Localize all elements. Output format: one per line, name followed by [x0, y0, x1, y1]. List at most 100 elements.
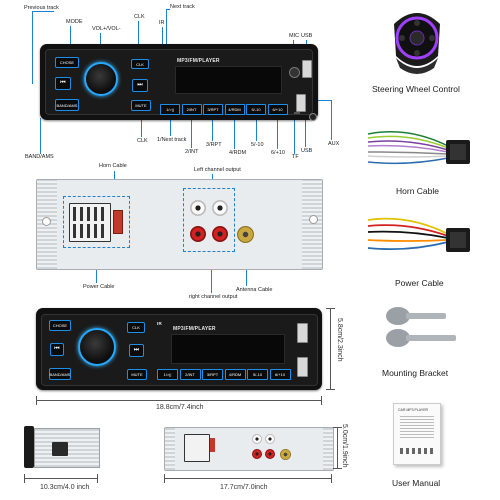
- usb-port-dim-1[interactable]: [297, 323, 308, 343]
- power-cable-caption: Power Cable: [395, 278, 444, 288]
- width-dimension-line: [36, 400, 322, 401]
- label-ir: IR: [159, 20, 165, 26]
- next-button-dim[interactable]: ⏭: [129, 344, 144, 357]
- top-preset-button-5[interactable]: 5/-10: [246, 104, 266, 115]
- label-antenna-cable: Antenna Cable: [236, 287, 273, 293]
- top-preset-button-2[interactable]: 2/INT: [181, 104, 202, 115]
- callout-line: [212, 114, 213, 141]
- callout-line: [40, 118, 41, 154]
- screw-hole-right: [309, 215, 318, 224]
- bracket-left-small: [165, 428, 175, 470]
- callout-line: [234, 114, 235, 149]
- rca-right-red-2: [212, 226, 228, 242]
- dim-preset-button-1[interactable]: 1/>||: [157, 369, 178, 380]
- label-band-ams: BAND/AMS: [25, 154, 54, 160]
- width-back-dimension-line: [164, 478, 332, 479]
- label-mic: MIC: [289, 33, 300, 39]
- label-rpt: 3/RPT: [206, 142, 222, 148]
- manual-icons: [400, 448, 434, 454]
- clk-button-dim[interactable]: CLK: [127, 322, 145, 333]
- label-tf: TF: [292, 154, 299, 160]
- dim-preset-button-3[interactable]: 3/RPT: [202, 369, 223, 380]
- previous-button[interactable]: ⏮: [55, 77, 71, 90]
- callout-line: [70, 26, 71, 54]
- next-button[interactable]: ⏭: [132, 79, 148, 92]
- rca-small-4: [265, 449, 275, 459]
- antenna-socket: [237, 226, 254, 243]
- brand-label-dim: MP3/FM/PLAYER: [173, 326, 216, 332]
- label-power-cable-back: Power Cable: [83, 284, 115, 290]
- usb-port-top[interactable]: [302, 60, 312, 78]
- previous-icon: ⏮: [54, 346, 60, 352]
- dimension-tick: [333, 427, 342, 428]
- label-vol: VOL+/VOL-: [92, 26, 121, 32]
- top-preset-button-1[interactable]: 1/>||: [160, 104, 180, 115]
- horn-cable-icon: [368, 130, 470, 165]
- mic-hole: [289, 67, 300, 78]
- rca-small-3: [252, 449, 262, 459]
- dim-preset-button-2[interactable]: 2/INT: [179, 369, 201, 380]
- power-cable-icon: [368, 217, 470, 252]
- aux-jack[interactable]: [309, 113, 317, 121]
- usb-port-dim-2[interactable]: [297, 357, 308, 377]
- iso-pins-bottom: [73, 224, 107, 238]
- label-left-channel: Left channel output: [194, 167, 241, 173]
- mute-button-dim[interactable]: MUTE: [127, 369, 147, 380]
- callout-line: [141, 114, 142, 137]
- steering-wheel-remote-icon: [394, 13, 440, 74]
- rca-right-red-1: [190, 226, 206, 242]
- iso-connector: [69, 203, 111, 242]
- mounting-bracket-caption: Mounting Bracket: [382, 368, 449, 378]
- label-horn-cable-back: Horn Cable: [99, 163, 127, 169]
- usb-port-bottom[interactable]: [296, 94, 306, 112]
- manual-title: CAR MP3 PLAYER: [398, 408, 429, 412]
- lcd-display-dim: [171, 334, 285, 364]
- dimension-tick: [331, 474, 332, 483]
- dimension-tick: [326, 308, 335, 309]
- mute-button[interactable]: MUTE: [131, 100, 151, 111]
- chose-button-dim[interactable]: CHOSE: [49, 320, 71, 331]
- callout-line: [294, 116, 295, 154]
- band-ams-button-dim[interactable]: BAND/AMS: [49, 368, 71, 380]
- chose-button[interactable]: CHOSE: [55, 57, 79, 68]
- dimension-tick: [24, 474, 25, 483]
- iso-connector-small: [184, 434, 210, 462]
- dim-preset-button-4[interactable]: 4/RDM: [224, 369, 246, 380]
- steering-wheel-caption: Steering Wheel Control: [372, 84, 460, 94]
- label-clk-bottom: CLK: [137, 138, 148, 144]
- top-preset-button-6[interactable]: 6/+10: [267, 104, 288, 115]
- rca-left-white-1: [190, 200, 206, 216]
- top-preset-button-4[interactable]: 4/RDM: [224, 104, 245, 115]
- dim-preset-button-5[interactable]: 5/-10: [247, 369, 268, 380]
- label-right-channel: right channel output: [189, 294, 238, 300]
- callout-line: [211, 250, 212, 293]
- dim-preset-button-6[interactable]: 6/+10: [269, 369, 291, 380]
- antenna-small: [280, 449, 291, 460]
- iso-connector-box: [63, 196, 130, 248]
- volume-knob[interactable]: [84, 62, 118, 96]
- fuse: [113, 210, 123, 234]
- callout-line: [166, 9, 170, 10]
- brand-label: MP3/FM/PLAYER: [177, 58, 220, 64]
- mounting-bracket-icon: [386, 307, 456, 347]
- label-mode: MODE: [66, 19, 83, 25]
- clk-button[interactable]: CLK: [131, 59, 149, 69]
- band-ams-button[interactable]: BAND/AMS: [55, 99, 79, 111]
- callout-line: [331, 100, 332, 140]
- callout-line: [162, 27, 163, 56]
- band-ams-label: BAND/AMS: [56, 102, 78, 108]
- top-preset-button-3[interactable]: 3/RPT: [203, 104, 223, 115]
- label-aux: AUX: [328, 141, 340, 147]
- next-icon: ⏭: [133, 347, 140, 353]
- dimension-tick: [36, 396, 37, 405]
- height-front-label: 5.8cm/2.3inch: [336, 318, 343, 362]
- rca-left-white-2: [212, 200, 228, 216]
- tf-slot[interactable]: [294, 112, 300, 114]
- side-bracket-right: [302, 180, 322, 269]
- callout-line: [256, 114, 257, 141]
- label-usb-bottom: USB: [301, 148, 313, 154]
- previous-button-dim[interactable]: ⏮: [50, 343, 64, 356]
- manual-text-lines: [400, 416, 434, 438]
- volume-knob-dim[interactable]: [78, 328, 116, 366]
- horn-cable-caption: Horn Cable: [396, 186, 439, 196]
